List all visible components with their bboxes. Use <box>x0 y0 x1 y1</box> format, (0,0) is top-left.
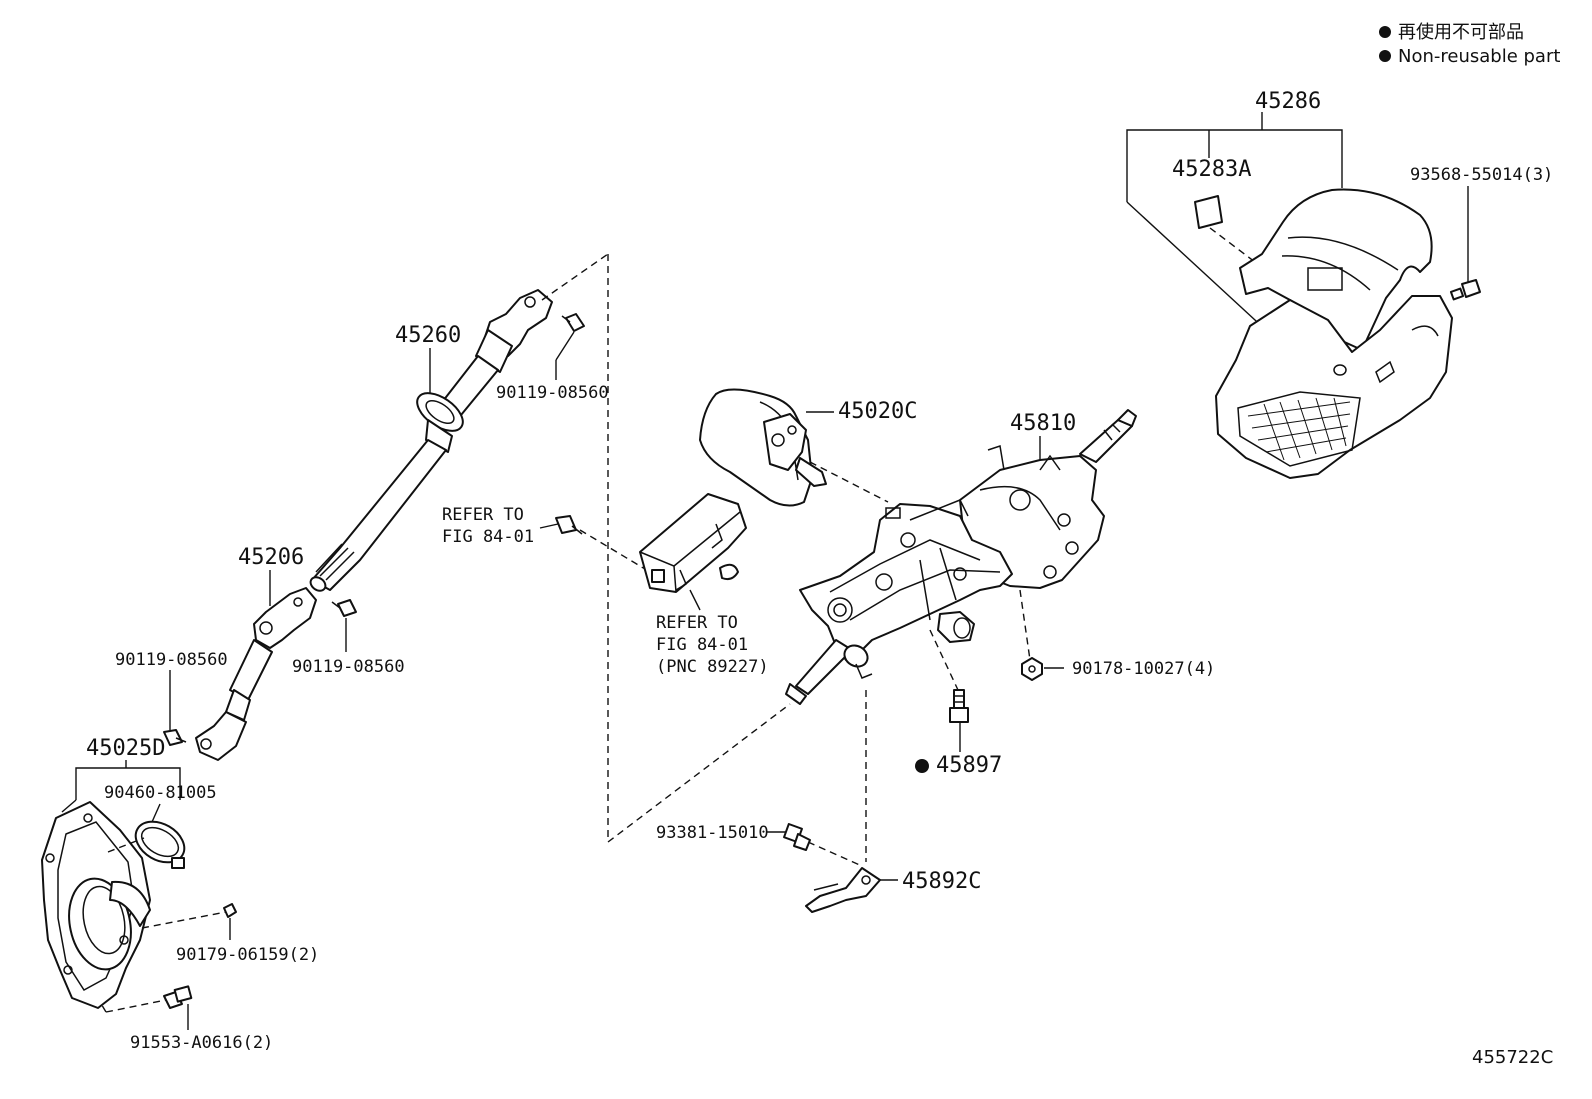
lower-column-cover <box>1215 295 1453 479</box>
motor-45020C: 45020C <box>699 388 917 507</box>
refer-note-2-line1: REFER TO <box>656 613 738 633</box>
screw-refer-fig-84-01 <box>555 515 583 535</box>
non-reusable-bullet-icon <box>1379 26 1391 38</box>
part-label-45025D: 45025D <box>86 736 165 761</box>
screw-90119-08560-right <box>331 599 357 617</box>
part-label-45206: 45206 <box>238 545 304 570</box>
lower-shaft-group: 45206 90119-08560 90119-08560 <box>115 545 405 761</box>
refer-note-1-line1: REFER TO <box>442 505 524 525</box>
part-label-90119-08560-c: 90119-08560 <box>115 650 228 670</box>
part-label-91553-A0616: 91553-A0616(2) <box>130 1033 273 1053</box>
figure-code: 455722C <box>1472 1047 1553 1068</box>
part-label-93381-15010: 93381-15010 <box>656 823 769 843</box>
part-label-93568-55014: 93568-55014(3) <box>1410 165 1553 185</box>
cover-vent-grid <box>1247 397 1351 461</box>
screw-93568-55014 <box>1449 279 1481 301</box>
legend-jp-text: 再使用不可部品 <box>1398 22 1524 43</box>
spline-shaft <box>311 439 447 591</box>
part-label-45020C: 45020C <box>838 399 917 424</box>
nut-90179-06159 <box>223 903 237 918</box>
non-reusable-bullet-icon <box>1379 50 1391 62</box>
label-sticker-45283A <box>1194 195 1223 229</box>
part-label-90178-10027: 90178-10027(4) <box>1072 659 1215 679</box>
part-label-90119-08560-a: 90119-08560 <box>496 383 609 403</box>
lower-universal-joint <box>253 587 317 649</box>
legend: 再使用不可部品 Non-reusable part <box>1379 22 1560 67</box>
column-control-module <box>639 493 747 593</box>
bolt-93381-15010 <box>783 823 811 851</box>
part-label-45892C: 45892C <box>902 869 981 894</box>
part-label-90119-08560-b: 90119-08560 <box>292 657 405 677</box>
bracket-45892C <box>805 867 881 913</box>
upper-column-cover <box>1239 188 1433 351</box>
column-cover-group: 45286 45283A 93 <box>1126 89 1553 479</box>
part-label-45286: 45286 <box>1255 89 1321 114</box>
non-reusable-bullet-icon <box>915 759 929 773</box>
legend-en-text: Non-reusable part <box>1398 46 1560 67</box>
column-lower-shaft <box>795 639 853 695</box>
part-label-90460-81005: 90460-81005 <box>104 783 217 803</box>
refer-note-2-line2: FIG 84-01 <box>656 635 748 655</box>
refer-note-2-line3: (PNC 89227) <box>656 657 769 677</box>
screw-90119-08560-left <box>163 729 187 746</box>
bracket-45286 <box>1126 129 1343 202</box>
assembly-dashed-lines <box>541 253 1031 867</box>
intermediate-shaft-group: 45260 90119-08560 <box>309 289 609 592</box>
part-label-45810: 45810 <box>1010 411 1076 436</box>
lower-yoke-end <box>195 711 247 761</box>
screw-90119-08560-upper <box>561 313 585 332</box>
bracket-45025D <box>75 767 181 800</box>
nut-90178-10027 <box>1021 657 1043 681</box>
part-label-45897: 45897 <box>936 753 1002 778</box>
hole-cover-group: 45025D 90460-81005 90179-06159(2) <box>41 736 319 1053</box>
refer-note-1-line2: FIG 84-01 <box>442 527 534 547</box>
part-label-90179-06159: 90179-06159(2) <box>176 945 319 965</box>
bolt-91553-A0616 <box>163 985 193 1009</box>
steering-column-assembly: 45810 <box>785 409 1137 705</box>
reference-notes: REFER TO FIG 84-01 REFER TO FIG 84-01 (P… <box>442 505 769 677</box>
part-label-45260: 45260 <box>395 323 461 348</box>
clamp-90460-81005 <box>134 820 186 869</box>
part-label-45283A: 45283A <box>1172 157 1251 182</box>
bolt-45897 <box>949 689 969 723</box>
